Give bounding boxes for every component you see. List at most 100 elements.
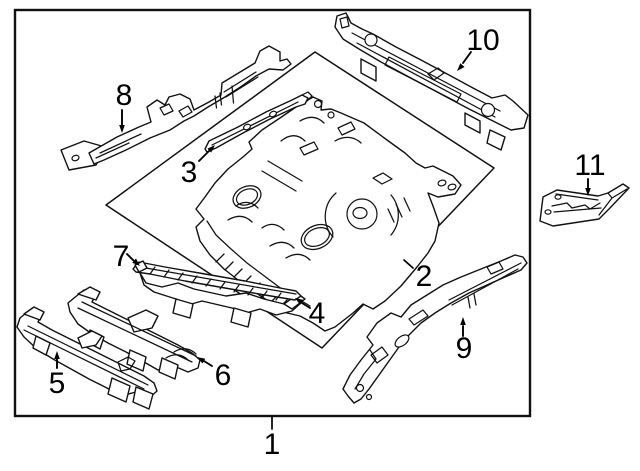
part-11-bracket-drawing bbox=[539, 183, 630, 227]
line-art-detail bbox=[387, 197, 411, 223]
line-art-detail bbox=[299, 121, 393, 185]
line-art-detail bbox=[32, 335, 51, 356]
line-art-detail bbox=[408, 309, 429, 326]
part-5-crossmember-drawing bbox=[16, 306, 158, 410]
crossmember-feet bbox=[107, 377, 154, 410]
line-art-detail bbox=[214, 85, 235, 109]
line-art-detail bbox=[384, 56, 462, 103]
line-art-detail bbox=[295, 298, 304, 305]
crossmember-feet bbox=[126, 349, 179, 380]
callout-5: 5 bbox=[49, 351, 66, 400]
line-art-detail bbox=[598, 188, 628, 216]
line-art-detail bbox=[437, 179, 447, 187]
line-art-detail bbox=[77, 286, 101, 301]
line-art-detail bbox=[159, 103, 193, 118]
line-art-detail bbox=[486, 261, 504, 275]
line-art-detail bbox=[77, 330, 103, 349]
line-art-detail bbox=[95, 71, 259, 159]
line-art-detail bbox=[165, 348, 197, 361]
callout-4-arrow bbox=[301, 302, 311, 309]
line-art-detail bbox=[354, 349, 377, 390]
callout-2: 2 bbox=[403, 259, 433, 293]
line-art-detail bbox=[280, 116, 362, 144]
callout-10-arrow bbox=[462, 51, 472, 64]
line-art-detail bbox=[427, 67, 445, 81]
line-art-detail bbox=[585, 188, 591, 196]
line-art-detail bbox=[117, 356, 136, 372]
line-art-detail bbox=[447, 183, 457, 191]
part-8-side-rail-drawing bbox=[60, 45, 292, 171]
crossmember-top-strip bbox=[132, 261, 302, 301]
callout-3-label: 3 bbox=[181, 156, 198, 189]
line-art-detail bbox=[23, 306, 45, 321]
line-art-detail bbox=[195, 96, 462, 332]
callout-9: 9 bbox=[456, 317, 473, 365]
callout-1: 1 bbox=[264, 416, 281, 461]
line-art-detail bbox=[352, 206, 368, 220]
line-art-detail bbox=[480, 102, 496, 118]
line-art-detail bbox=[207, 145, 215, 153]
callout-9-label: 9 bbox=[456, 332, 473, 365]
part-7-4-crossmember-drawing bbox=[132, 260, 306, 328]
line-art-detail bbox=[313, 99, 323, 109]
line-art-detail bbox=[460, 317, 466, 325]
callout-11: 11 bbox=[574, 149, 606, 196]
line-art-detail bbox=[227, 201, 311, 261]
line-art-detail bbox=[394, 334, 410, 348]
line-art-detail bbox=[127, 309, 159, 333]
line-art-detail bbox=[268, 110, 278, 118]
line-art-detail bbox=[211, 101, 299, 146]
line-art-detail bbox=[139, 266, 297, 295]
line-art-detail bbox=[448, 262, 522, 306]
line-art-detail bbox=[554, 194, 562, 200]
line-art-detail bbox=[132, 258, 140, 266]
pan-oval-hole-left bbox=[235, 188, 259, 206]
line-art-detail bbox=[324, 192, 399, 238]
line-art-detail bbox=[119, 125, 125, 133]
callout-7-arrow bbox=[126, 253, 135, 262]
callout-3: 3 bbox=[181, 145, 215, 189]
line-art-detail bbox=[232, 185, 262, 209]
crossmember-feet bbox=[172, 298, 252, 328]
callout-6-label: 6 bbox=[215, 359, 232, 392]
pan-oval-hole-center bbox=[304, 227, 330, 247]
part-10-rear-panel-drawing bbox=[334, 12, 529, 151]
line-art-detail bbox=[77, 301, 197, 363]
line-art-detail bbox=[355, 383, 365, 393]
line-art-detail bbox=[555, 193, 599, 201]
line-art-detail bbox=[551, 202, 602, 213]
line-art-detail bbox=[365, 393, 373, 401]
callout-4-label: 4 bbox=[309, 297, 326, 330]
line-art-detail bbox=[54, 351, 60, 359]
line-art-detail bbox=[457, 63, 465, 71]
line-art-detail bbox=[364, 33, 378, 47]
line-art-detail bbox=[300, 223, 334, 251]
callout-6-arrow bbox=[203, 360, 213, 367]
line-art-detail bbox=[242, 123, 252, 131]
line-art-detail bbox=[301, 91, 313, 102]
panel-mount-feet bbox=[360, 58, 506, 151]
line-art-detail bbox=[149, 266, 282, 301]
part-3-reinforcement-strip-drawing bbox=[204, 91, 313, 153]
line-art-detail bbox=[16, 309, 158, 399]
callout-2-label: 2 bbox=[416, 260, 433, 293]
line-art-detail bbox=[351, 32, 501, 118]
line-art-detail bbox=[339, 16, 350, 29]
line-art-detail bbox=[544, 209, 552, 215]
callout-8: 8 bbox=[116, 79, 133, 133]
callout-6: 6 bbox=[197, 357, 231, 392]
callout-5-label: 5 bbox=[49, 367, 66, 400]
callout-7-label: 7 bbox=[113, 240, 130, 273]
callout-3-arrow bbox=[198, 150, 210, 162]
callout-11-label: 11 bbox=[574, 149, 605, 182]
line-art-detail bbox=[467, 293, 477, 309]
line-art-detail bbox=[197, 357, 206, 364]
callout-10: 10 bbox=[457, 24, 500, 71]
callout-1-label: 1 bbox=[264, 428, 281, 461]
part-9-side-member-drawing bbox=[342, 254, 528, 404]
line-art-detail bbox=[261, 160, 303, 192]
callout-8-label: 8 bbox=[116, 79, 133, 112]
callout-2-leader bbox=[403, 259, 414, 269]
line-art-detail bbox=[71, 154, 80, 162]
